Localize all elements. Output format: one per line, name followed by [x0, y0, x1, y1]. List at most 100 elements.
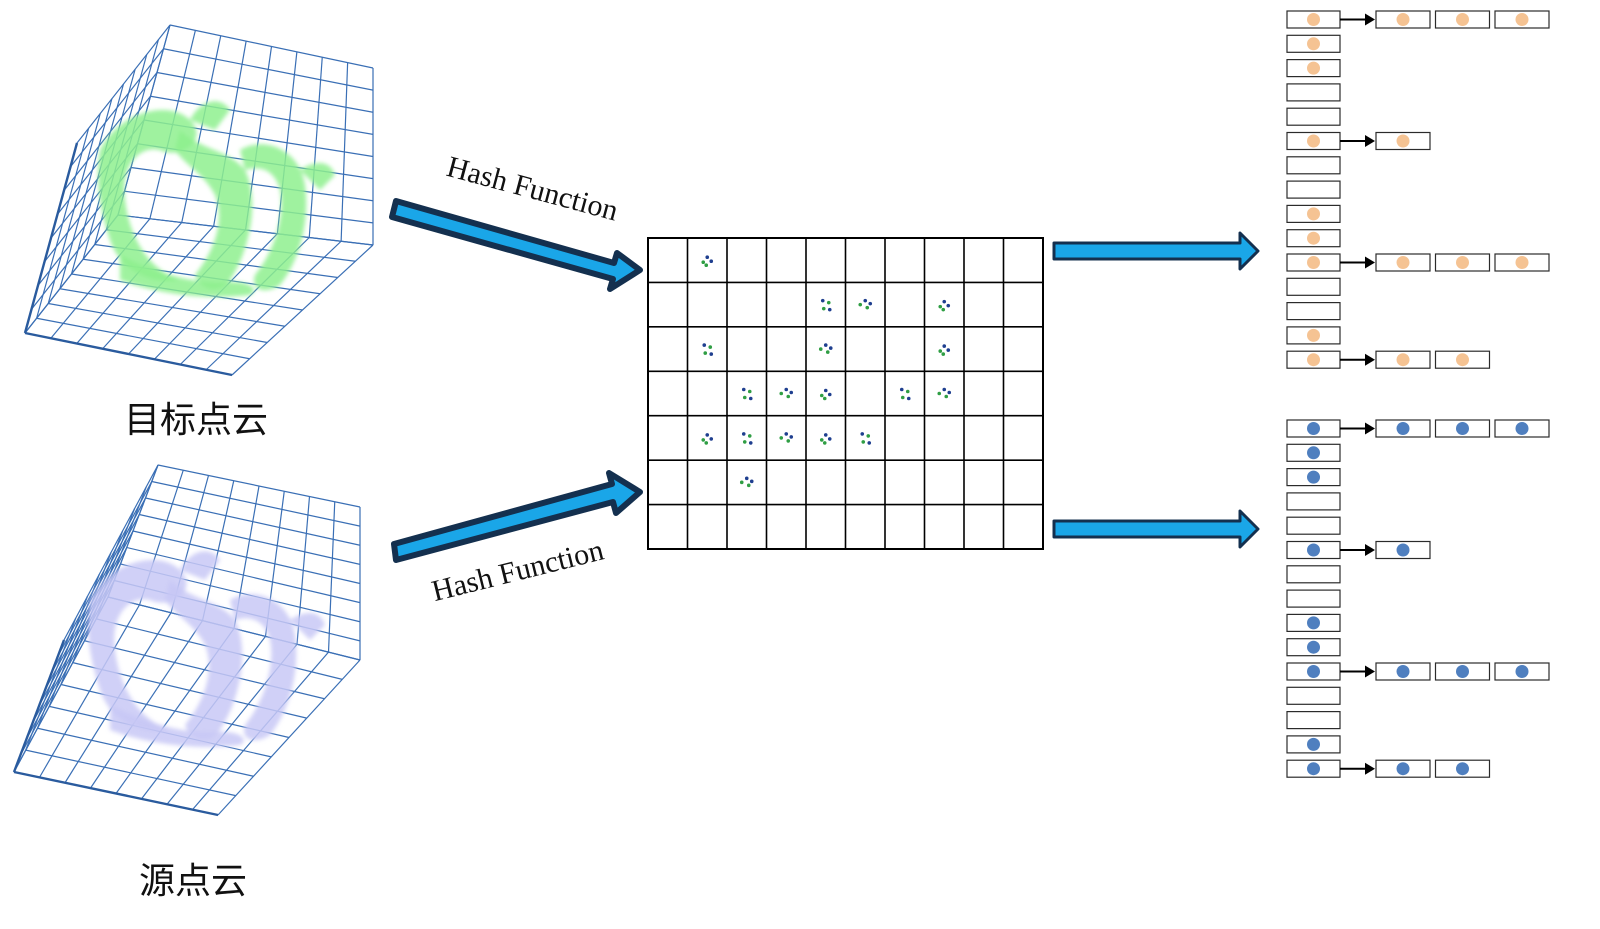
cube-axis	[23, 142, 79, 334]
chain-node-point	[1456, 762, 1469, 776]
bucket-point	[1307, 762, 1320, 776]
hash-cell-point	[899, 387, 904, 392]
hash-cell-point	[748, 396, 753, 401]
chain-arrow-head	[1365, 13, 1375, 26]
hash-cell-point	[705, 255, 710, 260]
hash-function-label-top: Hash Function	[443, 150, 621, 227]
chain-node-point	[1456, 256, 1469, 269]
chain-node-point	[1456, 665, 1469, 678]
hash-cell-point	[820, 298, 825, 303]
hash-cell-point	[823, 388, 828, 393]
hash-cell-point	[905, 389, 910, 394]
cube-grid-line	[25, 749, 236, 797]
hash-cell-point	[701, 438, 706, 442]
target-cloud-3d-grid	[23, 24, 374, 377]
bucket-slot	[1286, 589, 1341, 608]
chain-node-point	[1456, 13, 1469, 26]
cube-grid-line	[76, 24, 171, 144]
hash-cell-point	[868, 301, 873, 306]
hash-cell-point	[739, 480, 744, 485]
chain-node-point	[1396, 543, 1410, 557]
cube-grid-line	[169, 24, 374, 69]
source-cloud-label: 源点云	[139, 861, 247, 902]
cube-grid-line	[150, 95, 374, 135]
bucket-point	[1307, 446, 1320, 460]
hash-grid-points	[701, 255, 952, 488]
cube-grid-line	[57, 481, 153, 657]
hash-cell-point	[703, 351, 708, 355]
cube-grid-line	[126, 546, 361, 604]
dragon-part	[120, 255, 254, 297]
hash-cell-point	[828, 346, 833, 350]
hash-cell-point	[709, 352, 714, 356]
hash-cell-point	[947, 390, 952, 395]
bucket-point	[1307, 134, 1320, 148]
chain-node-point	[1396, 256, 1410, 269]
hash-cell-point	[779, 436, 784, 440]
bucket-point	[1307, 422, 1320, 435]
hash-cell-point	[789, 435, 794, 439]
bucket-slot	[1286, 492, 1341, 511]
hash-cell-point	[748, 441, 753, 445]
chain-node-point	[1515, 665, 1529, 678]
cube-grid-line	[63, 72, 158, 191]
cube-grid-line	[156, 71, 374, 113]
bucket-point	[1307, 353, 1320, 367]
bucket-point	[1307, 256, 1320, 269]
chain-node-point	[1396, 665, 1410, 678]
bucket-point	[1307, 37, 1320, 51]
cube-grid-line	[151, 480, 361, 527]
hash-cell-point	[941, 352, 946, 356]
source-hash-table	[1286, 419, 1550, 778]
hash-cell-point	[789, 390, 794, 395]
chain-arrow-head	[1365, 544, 1375, 556]
hash-cell-point	[867, 441, 872, 445]
hash-cell-point	[823, 433, 828, 437]
target-hash-table	[1286, 10, 1550, 369]
bucket-slot	[1286, 107, 1341, 126]
hash-arrow-top	[389, 198, 643, 292]
chain-node-point	[1515, 422, 1529, 435]
hash-cell-point	[749, 479, 754, 484]
chain-node-point	[1396, 353, 1410, 367]
hash-cell-point	[786, 394, 791, 399]
dragon-part	[230, 594, 297, 741]
cube-grid-line	[59, 288, 285, 327]
cube-grid-line	[50, 497, 147, 674]
bucket-point	[1307, 328, 1320, 342]
hash-cell-point	[938, 349, 943, 353]
cube-grid-line	[63, 464, 159, 641]
cube-grid-line	[59, 98, 113, 289]
dragon-part	[290, 613, 325, 640]
hash-cell-point	[709, 259, 714, 264]
hash-cell-point	[826, 300, 831, 305]
cube-grid-line	[139, 513, 361, 565]
chain-node-point	[1396, 13, 1410, 26]
bucket-point	[1307, 207, 1320, 221]
hash-cell-point	[946, 348, 951, 352]
chain-arrow-head	[1365, 665, 1375, 678]
cube-grid-line	[48, 302, 268, 344]
hash-cell-point	[742, 440, 747, 444]
chain-arrow-head	[1365, 256, 1375, 269]
bucket-point	[1307, 231, 1320, 245]
hash-cell-point	[709, 437, 714, 441]
hash-cell-point	[701, 260, 706, 265]
hash-cell-point	[819, 393, 824, 398]
chain-node-point	[1396, 762, 1410, 776]
cube-grid-line	[25, 617, 77, 751]
bucket-slot	[1286, 156, 1341, 175]
hash-cell-point	[784, 387, 789, 392]
bucket-point	[1307, 470, 1320, 484]
hash-cell-point	[861, 440, 866, 444]
cube-grid-line	[231, 244, 374, 376]
cube-grid-line	[48, 574, 100, 707]
table-arrow-top	[1052, 231, 1260, 271]
hash-cell-point	[822, 441, 827, 445]
hash-grid	[647, 237, 1044, 550]
bucket-point	[1307, 13, 1320, 26]
hash-cell-point	[744, 476, 749, 481]
source-cloud-3d-grid	[12, 464, 361, 817]
hash-cell-point	[823, 343, 828, 347]
hash-cell-point	[906, 396, 911, 401]
